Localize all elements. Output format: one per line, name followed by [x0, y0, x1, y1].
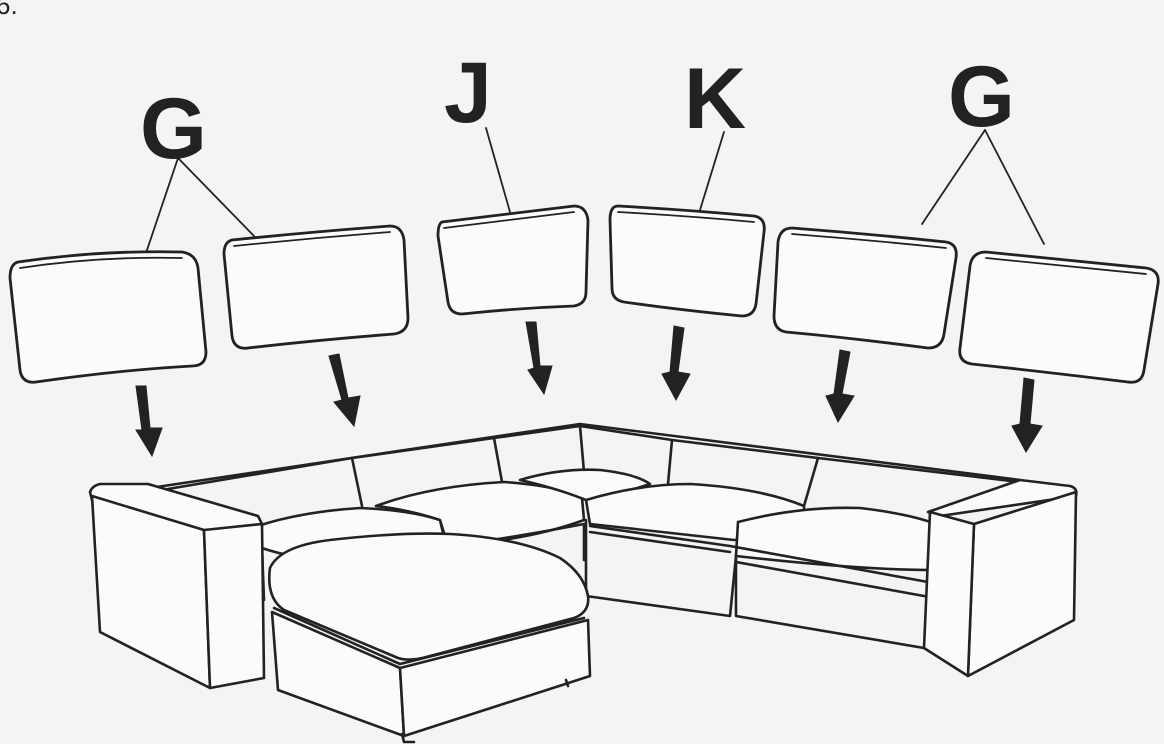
leader-g-left-2	[178, 158, 254, 236]
label-j: J	[444, 45, 492, 141]
right-arm-front	[924, 512, 974, 676]
arrow-down-icon	[329, 354, 360, 426]
cushion-k	[610, 206, 764, 316]
cushion-g-3	[774, 228, 956, 348]
cushion-j	[438, 206, 588, 314]
arrow-down-icon	[136, 386, 162, 456]
label-k: K	[684, 51, 746, 147]
leader-g-right-2	[985, 130, 1044, 244]
cushion-g-2	[224, 226, 408, 348]
arrow-down-icon	[826, 350, 854, 422]
seat-cushion	[736, 508, 936, 570]
arrow-down-icon	[1012, 378, 1042, 452]
label-g-left: G	[140, 81, 207, 177]
cushion-g-4	[960, 252, 1159, 382]
step-number: 6.	[0, 0, 18, 20]
arrow-down-icon	[662, 326, 690, 400]
leader-j	[486, 128, 510, 212]
arrow-down-icon	[526, 322, 552, 394]
left-arm-front	[204, 524, 264, 688]
right-arm-side	[968, 492, 1076, 676]
label-g-right: G	[948, 49, 1015, 145]
cushion-g-1	[10, 252, 206, 383]
sectional-sofa	[90, 424, 1076, 742]
